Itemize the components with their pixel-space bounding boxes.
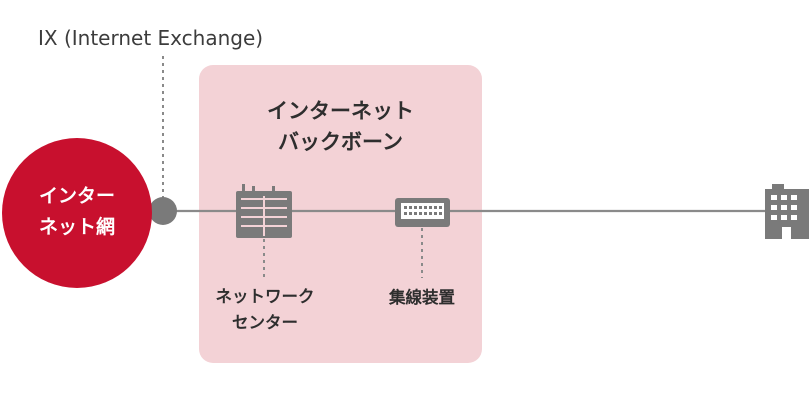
network-center-label: ネットワーク センター [203, 284, 327, 336]
internet-network-label: インター ネット網 [2, 181, 152, 243]
server-building-icon [236, 184, 292, 238]
ix-node-icon [149, 197, 177, 225]
backbone-title-line1: インターネット [267, 99, 414, 123]
backbone-title: インターネット バックボーン [199, 96, 482, 158]
network-center-label-line2: センター [232, 313, 298, 332]
internet-network-circle [2, 138, 152, 288]
internet-label-line2: ネット網 [38, 216, 115, 238]
network-center-label-line1: ネットワーク [215, 287, 315, 306]
hub-label: 集線装置 [389, 288, 455, 307]
internet-label-line1: インター [38, 185, 115, 207]
switch-hub-icon [395, 198, 450, 227]
office-building-icon [765, 184, 809, 239]
ix-label: IX (Internet Exchange) [38, 26, 264, 50]
backbone-title-line2: バックボーン [278, 130, 403, 154]
